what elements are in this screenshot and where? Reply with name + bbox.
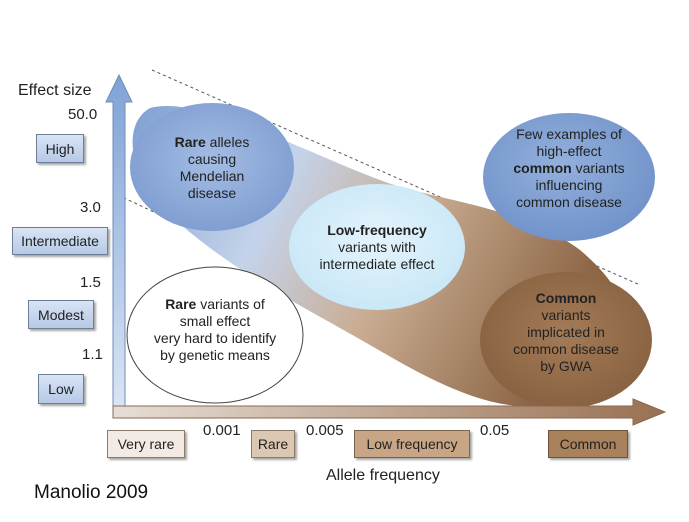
y-tick-label: 3.0 [80, 199, 101, 216]
x-category-very-rare: Very rare [107, 430, 185, 458]
x-category-common: Common [548, 430, 628, 458]
low-frequency-line3: intermediate effect [319, 256, 435, 272]
common-gwa-line3: implicated in [527, 324, 605, 340]
rare-small-effect-blob [126, 266, 304, 404]
rare-small-bold: Rare [165, 296, 197, 312]
y-tick-label: 50.0 [68, 106, 98, 123]
source-credit: Manolio 2009 [34, 482, 149, 503]
x-tick-label: 0.001 [203, 422, 241, 439]
few-examples-line3: variants [571, 160, 625, 176]
x-category-rare: Rare [251, 430, 295, 458]
y-category-low: Low [38, 374, 84, 404]
y-tick-label: 1.5 [80, 274, 101, 291]
rare-mendelian-blob [130, 103, 294, 231]
low-frequency-blob [289, 184, 465, 310]
few-examples-text: Few examples of high-effect common varia… [494, 126, 644, 211]
rare-small-line3: very hard to identify [153, 330, 277, 346]
rare-small-effect-text: Rare variants of small effect very hard … [130, 296, 300, 364]
few-examples-line2: high-effect [536, 143, 602, 159]
common-gwa-line2: variants [541, 307, 591, 323]
rare-mendelian-line4: disease [187, 185, 237, 201]
x-axis-title: Allele frequency [326, 467, 440, 484]
low-frequency-bold: Low-frequency [327, 222, 427, 238]
few-examples-line1: Few examples of [516, 126, 622, 142]
rare-small-line2: small effect [179, 313, 251, 329]
y-axis-title: Effect size [18, 82, 92, 99]
few-examples-blob [483, 113, 655, 241]
low-frequency-line2: variants with [338, 239, 416, 255]
rare-mendelian-bold: Rare [174, 134, 206, 150]
common-gwa-blob [480, 272, 652, 408]
rare-mendelian-line2: causing [187, 151, 237, 167]
y-axis-arrow [105, 73, 133, 413]
x-tick-label: 0.05 [480, 422, 510, 439]
x-category-low-frequency: Low frequency [354, 430, 470, 458]
rare-mendelian-text: Rare alleles causing Mendelian disease [150, 134, 274, 202]
few-examples-bold: common [513, 160, 572, 176]
common-gwa-text: Common variants implicated in common dis… [496, 290, 636, 375]
y-category-high: High [36, 134, 84, 163]
y-category-modest: Modest [28, 300, 94, 329]
y-category-intermediate: Intermediate [12, 227, 108, 255]
few-examples-line4: influencing [535, 177, 603, 193]
y-tick-label: 1.1 [82, 346, 103, 363]
rare-mendelian-line1: alleles [205, 134, 250, 150]
common-gwa-bold: Common [535, 290, 597, 306]
x-tick-label: 0.005 [306, 422, 344, 439]
rare-mendelian-line3: Mendelian [179, 168, 245, 184]
rare-small-line1: variants of [196, 296, 265, 312]
common-gwa-line4: common disease [513, 341, 619, 357]
low-frequency-text: Low-frequency variants with intermediate… [297, 222, 457, 273]
rare-small-line4: by genetic means [160, 347, 270, 363]
common-gwa-line5: by GWA [540, 358, 592, 374]
x-axis-arrow [112, 398, 667, 426]
few-examples-line5: common disease [516, 194, 622, 210]
